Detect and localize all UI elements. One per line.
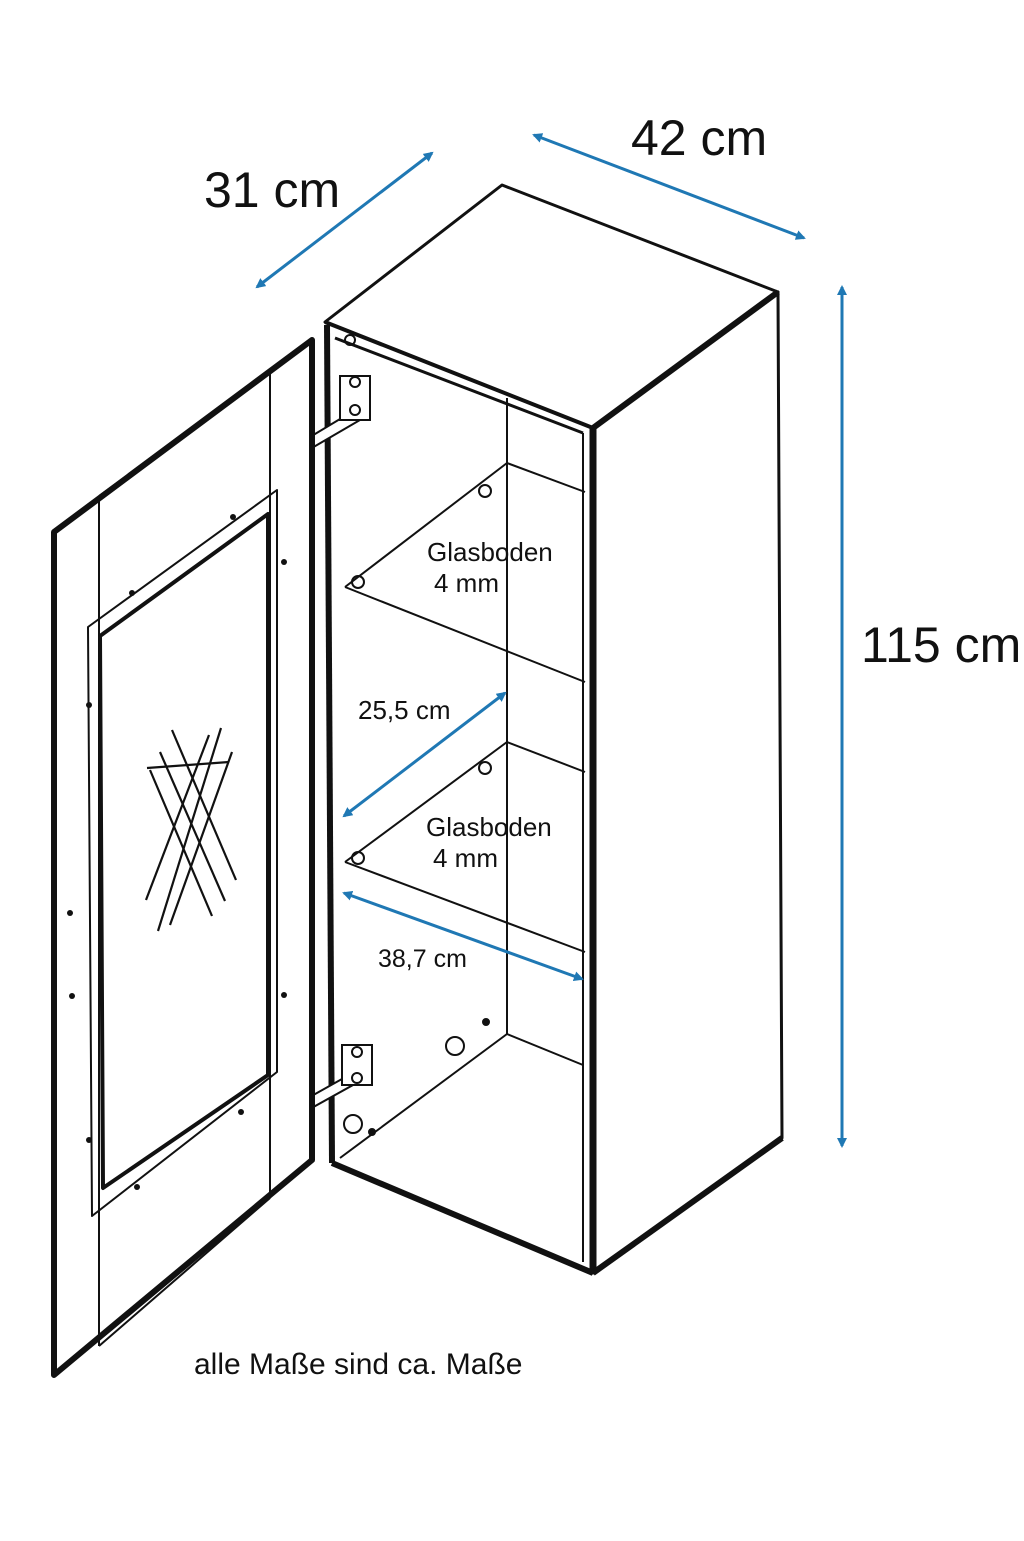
shelf-upper-label: Glasboden	[427, 537, 553, 567]
cabinet-body	[323, 183, 784, 1276]
door-glass-pane	[98, 512, 270, 1190]
glass-decoration	[144, 727, 238, 932]
shelf-spacing-label: 25,5 cm	[358, 695, 451, 725]
shelf-lower-label: Glasboden	[426, 812, 552, 842]
depth-label: 31 cm	[204, 162, 341, 218]
cabinet-door	[51, 337, 315, 1378]
shelf-spacing-arrow	[342, 691, 507, 818]
glass-shelf-upper	[344, 462, 586, 683]
depth-arrow	[255, 151, 434, 289]
inner-width-arrow	[342, 891, 584, 981]
height-label: 115 cm	[861, 617, 1022, 673]
door-outer-frame	[51, 337, 315, 1378]
approximate-dimensions-note: alle Maße sind ca. Maße	[194, 1348, 523, 1381]
shelf-upper-thickness: 4 mm	[434, 568, 499, 598]
shelf-lower-thickness: 4 mm	[433, 843, 498, 873]
dimension-arrows	[255, 133, 847, 1148]
cabinet-side-face	[591, 290, 784, 1275]
width-label: 42 cm	[631, 110, 768, 166]
inner-width-label: 38,7 cm	[378, 945, 467, 973]
width-arrow	[532, 133, 806, 240]
cabinet-fittings	[343, 334, 490, 1136]
door-glass-frame	[87, 489, 278, 1217]
